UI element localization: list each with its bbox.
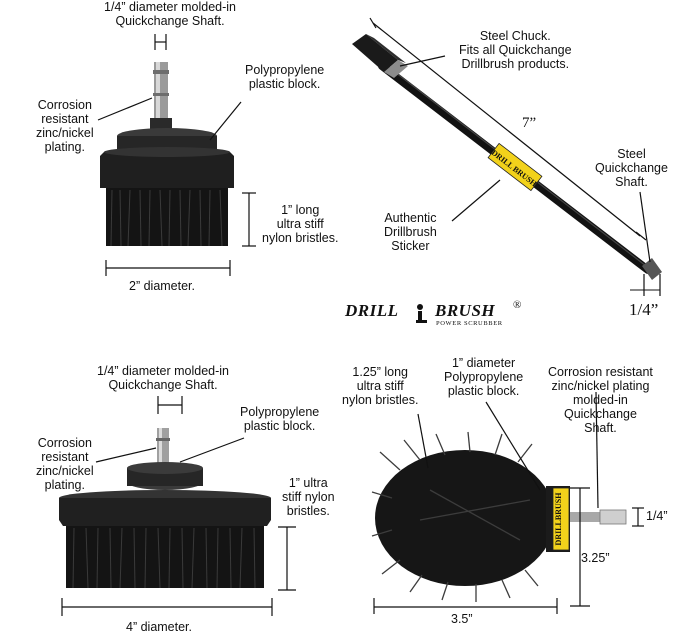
extension-shaft-dimension: 1/4” xyxy=(629,300,659,319)
brush-2in-bristles-label: 1” long ultra stiff nylon bristles. xyxy=(262,203,339,245)
brush-2in-shaft-label: 1/4” diameter molded-in Quickchange Shaf… xyxy=(104,0,237,28)
logo-registered-mark: ® xyxy=(513,299,522,311)
brush-2in-dimension-lines xyxy=(97,34,256,276)
round-brush-shaft-dimension: 1/4” xyxy=(646,509,668,523)
brush-4in-plating-label: Corrosion resistant zinc/nickel plating. xyxy=(36,436,94,492)
logo-brush-text: BRUSH xyxy=(435,301,496,320)
round-brush-width-dimension: 3.5” xyxy=(451,612,473,626)
brush-2in-block-label: Polypropylene plastic block. xyxy=(245,63,325,91)
round-brush-sticker-text: DRILLBRUSH xyxy=(554,492,563,546)
brush-2in-diameter-label: 2” diameter. xyxy=(129,279,196,293)
brush-4in-image xyxy=(59,428,271,589)
brush-2in-image xyxy=(100,62,234,247)
round-brush-bristles-label: 1.25” long ultra stiff nylon bristles. xyxy=(342,365,419,407)
brush-4in-dimension-lines xyxy=(61,396,296,616)
brush-4in-bristles-label: 1” ultra stiff nylon bristles. xyxy=(282,476,335,518)
extension-sticker-label: Authentic Drillbrush Sticker xyxy=(384,211,437,253)
drillbrush-logo: DRILL BRUSH ® POWER SCRUBBER xyxy=(345,299,525,335)
extension-shaft-label: Steel Quickchange Shaft. xyxy=(595,147,668,189)
round-brush-height-dimension: 3.25” xyxy=(581,551,610,565)
logo-tagline: POWER SCRUBBER xyxy=(436,320,503,327)
logo-drill-text: DRILL xyxy=(345,301,399,320)
brush-4in-diameter-label: 4” diameter. xyxy=(126,620,193,634)
brush-2in-plating-label: Corrosion resistant zinc/nickel plating. xyxy=(36,98,94,154)
brush-round-dimension-lines xyxy=(373,391,644,614)
round-brush-block-label: 1” diameter Polypropylene plastic block. xyxy=(444,356,524,398)
extension-length-label: 7” xyxy=(522,115,537,131)
round-brush-plating-label: Corrosion resistant zinc/nickel plating … xyxy=(548,365,653,435)
logo-figure-icon xyxy=(409,303,431,325)
extension-dimension-lines xyxy=(369,17,661,296)
extension-chuck-label: Steel Chuck. Fits all Quickchange Drillb… xyxy=(459,29,572,71)
brush-4in-shaft-label: 1/4” diameter molded-in Quickchange Shaf… xyxy=(97,364,230,392)
brush-round-image: DRILLBRUSH xyxy=(371,431,627,602)
brush-4in-block-label: Polypropylene plastic block. xyxy=(240,405,320,433)
